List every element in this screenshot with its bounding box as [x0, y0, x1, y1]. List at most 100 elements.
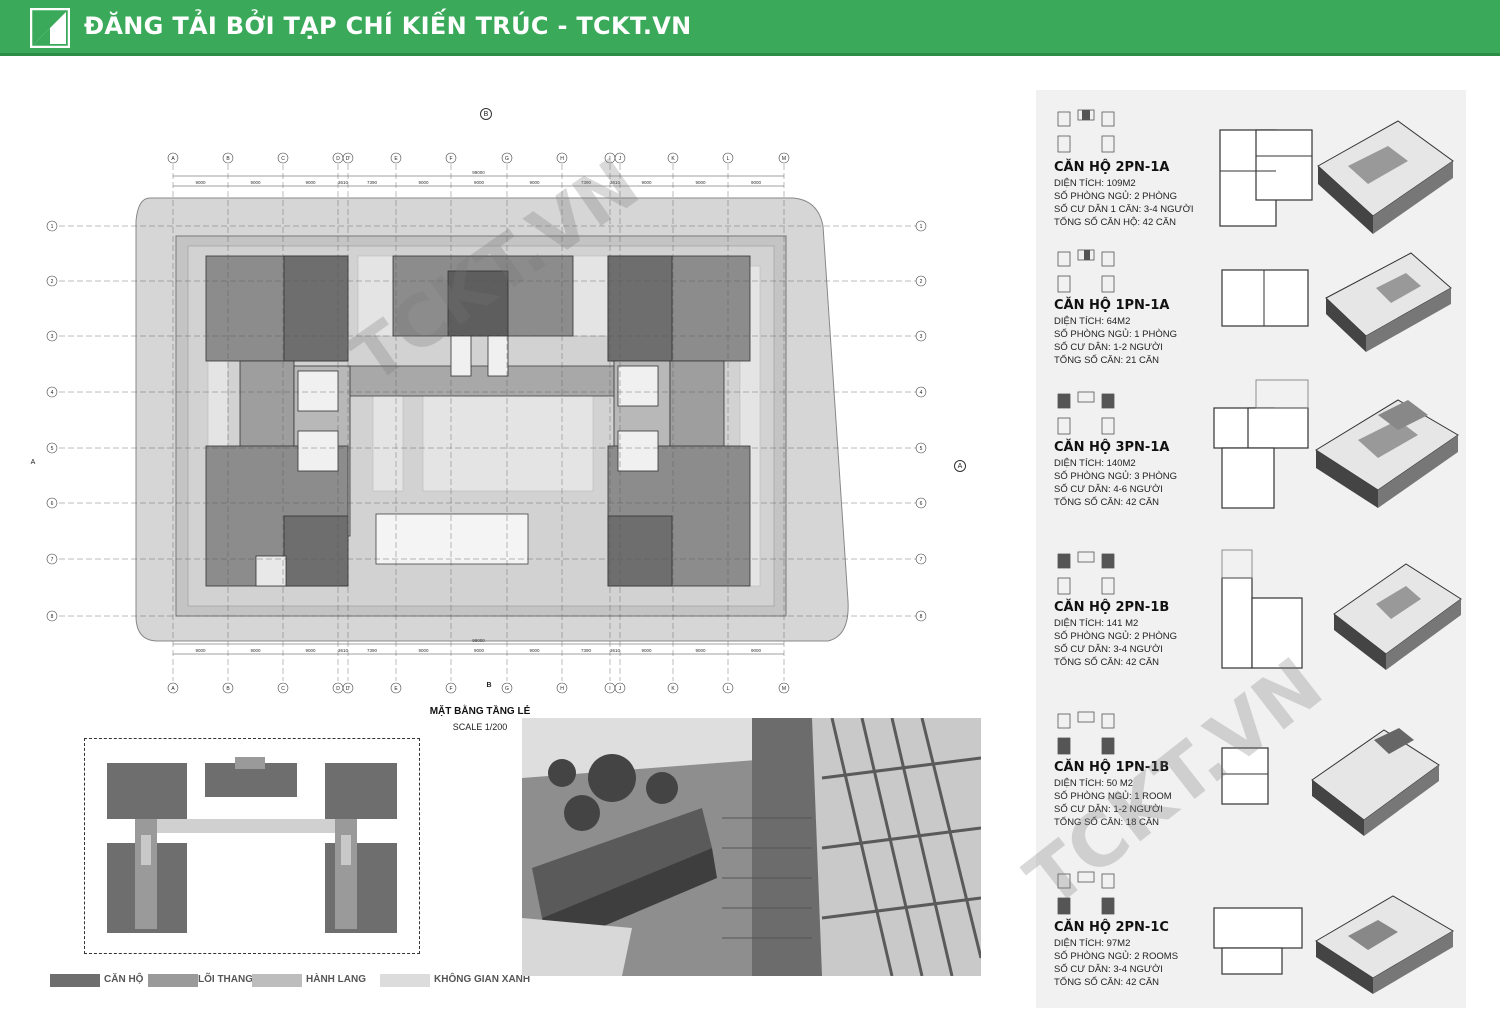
grid-bubble-label: 2 [51, 279, 54, 285]
grid-bubble [667, 682, 679, 694]
dimension-total-label: 99000 [472, 170, 485, 175]
grid-bubble [778, 152, 790, 164]
grid-bubble-label: E [394, 686, 398, 692]
grid-bubble-label: D [336, 686, 340, 692]
dimension-label: 9000 [418, 180, 429, 185]
grid-bubble [222, 682, 234, 694]
unit-area: DIỆN TÍCH: 64M2 [1054, 316, 1131, 327]
unit-card-2pn-1c: CĂN HỘ 2PN-1C DIỆN TÍCH: 97M2 SỐ PHÒNG N… [1036, 870, 1466, 1010]
grid-bubble-label: H [560, 156, 564, 162]
unit-isometric [1311, 728, 1440, 836]
grid-bubble-label: 4 [920, 390, 923, 396]
perspective-render [522, 718, 981, 976]
grid-bubble-label: I [609, 156, 610, 162]
unit-location-icon [1057, 711, 1115, 755]
unit-location-icon [1057, 249, 1115, 293]
grid-bubble-label: K [671, 156, 675, 162]
grid-bubble-label: 8 [920, 614, 923, 620]
grid-bubble [46, 275, 58, 287]
dimension-total-label: 99000 [472, 638, 485, 643]
grid-bubble [722, 682, 734, 694]
unit-location-icon [1057, 391, 1115, 435]
dimension-label: 9000 [195, 648, 206, 653]
legend-swatch-stair-core [148, 974, 198, 987]
grid-bubble [277, 682, 289, 694]
dimension-label: 9000 [751, 180, 762, 185]
grid-bubble [915, 386, 927, 398]
unit-floor-plan [1221, 269, 1309, 327]
legend-swatch-apartment [50, 974, 100, 987]
dimension-label: 9000 [751, 648, 762, 653]
section-marker-b-top: B [480, 108, 492, 120]
grid-bubble-label: J [619, 156, 622, 162]
unit-card-2pn-1a: CĂN HỘ 2PN-1A DIỆN TÍCH: 109M2 SỐ PHÒNG … [1036, 108, 1466, 248]
tckt-logo-icon [30, 8, 70, 48]
grid-bubble-label: M [782, 156, 786, 162]
plan-title: MẶT BẰNG TẦNG LẺ [429, 706, 531, 717]
grid-bubble-label: G [505, 156, 509, 162]
unit-floor-plan [1221, 549, 1303, 669]
unit-residents: SỐ CƯ DÂN: 3-4 NGƯỜI [1054, 644, 1163, 655]
section-marker-b-bottom: B [486, 682, 492, 689]
grid-bubble-label: 8 [51, 614, 54, 620]
unit-isometric [1325, 252, 1452, 352]
unit-area: DIỆN TÍCH: 109M2 [1054, 178, 1136, 189]
unit-isometric [1315, 895, 1454, 994]
unit-floor-plan [1219, 129, 1313, 227]
unit-card-3pn-1a: CĂN HỘ 3PN-1A DIỆN TÍCH: 140M2 SỐ PHÒNG … [1036, 379, 1466, 530]
grid-bubble [445, 152, 457, 164]
unit-isometric [1333, 563, 1462, 670]
grid-bubble-label: J [619, 686, 622, 692]
grid-bubble [46, 386, 58, 398]
dimension-label: 9000 [250, 648, 261, 653]
grid-bubble-label: E [394, 156, 398, 162]
grid-bubble [342, 682, 354, 694]
grid-bubble-label: 3 [51, 334, 54, 340]
unit-count: TỔNG SỐ CĂN: 18 CĂN [1054, 817, 1160, 828]
dimension-label: 9000 [305, 180, 316, 185]
legend-swatch-green-space [380, 974, 430, 987]
unit-location-icon [1057, 871, 1115, 915]
grid-bubble-label: 4 [51, 390, 54, 396]
grid-bubble [501, 152, 513, 164]
legend: CĂN HỘ LÕI THANG HÀNH LANG KHÔNG GIAN XA… [50, 972, 540, 992]
unit-location-icon [1057, 551, 1115, 595]
dimension-label: 7390 [581, 648, 592, 653]
unit-residents: SỐ CƯ DÂN: 3-4 NGƯỜI [1054, 964, 1163, 975]
key-plan-drawing [107, 757, 397, 933]
grid-bubble [390, 682, 402, 694]
dimension-label: 3610 [610, 180, 621, 185]
grid-bubble-label: K [671, 686, 675, 692]
grid-bubble [614, 152, 626, 164]
unit-card-1pn-1b: CĂN HỘ 1PN-1B DIỆN TÍCH: 50 M2 SỐ PHÒNG … [1036, 710, 1466, 850]
dimension-label: 3610 [610, 648, 621, 653]
legend-label-stair-core: LÕI THANG [198, 974, 253, 985]
dimension-label: 3610 [338, 648, 349, 653]
unit-bedrooms: SỐ PHÒNG NGỦ: 1 PHÒNG [1054, 329, 1177, 340]
unit-name: CĂN HỘ 1PN-1A [1054, 298, 1170, 313]
grid-bubble-label: 1 [920, 224, 923, 230]
unit-bedrooms: SỐ PHÒNG NGỦ: 2 PHÒNG [1054, 631, 1177, 642]
grid-bubble-label: B [226, 686, 230, 692]
dimension-label: 9000 [250, 180, 261, 185]
grid-bubble [722, 152, 734, 164]
unit-bedrooms: SỐ PHÒNG NGỦ: 3 PHÒNG [1054, 471, 1177, 482]
unit-types-panel: CĂN HỘ 2PN-1A DIỆN TÍCH: 109M2 SỐ PHÒNG … [1036, 90, 1466, 1008]
section-marker-a-right: A [954, 460, 966, 472]
unit-location-icon [1057, 109, 1115, 153]
grid-bubble-label: M [782, 686, 786, 692]
grid-bubble-label: 3 [920, 334, 923, 340]
legend-item-corridor: HÀNH LANG [252, 972, 382, 990]
grid-bubble-label: 6 [51, 501, 54, 507]
legend-swatch-corridor [252, 974, 302, 987]
unit-residents: SỐ CƯ DÂN: 1-2 NGƯỜI [1054, 342, 1163, 353]
grid-bubble [167, 152, 179, 164]
grid-bubble-label: 7 [920, 557, 923, 563]
key-plan [84, 738, 420, 954]
grid-bubble-label: 5 [920, 446, 923, 452]
grid-bubble [445, 682, 457, 694]
grid-bubble [222, 152, 234, 164]
